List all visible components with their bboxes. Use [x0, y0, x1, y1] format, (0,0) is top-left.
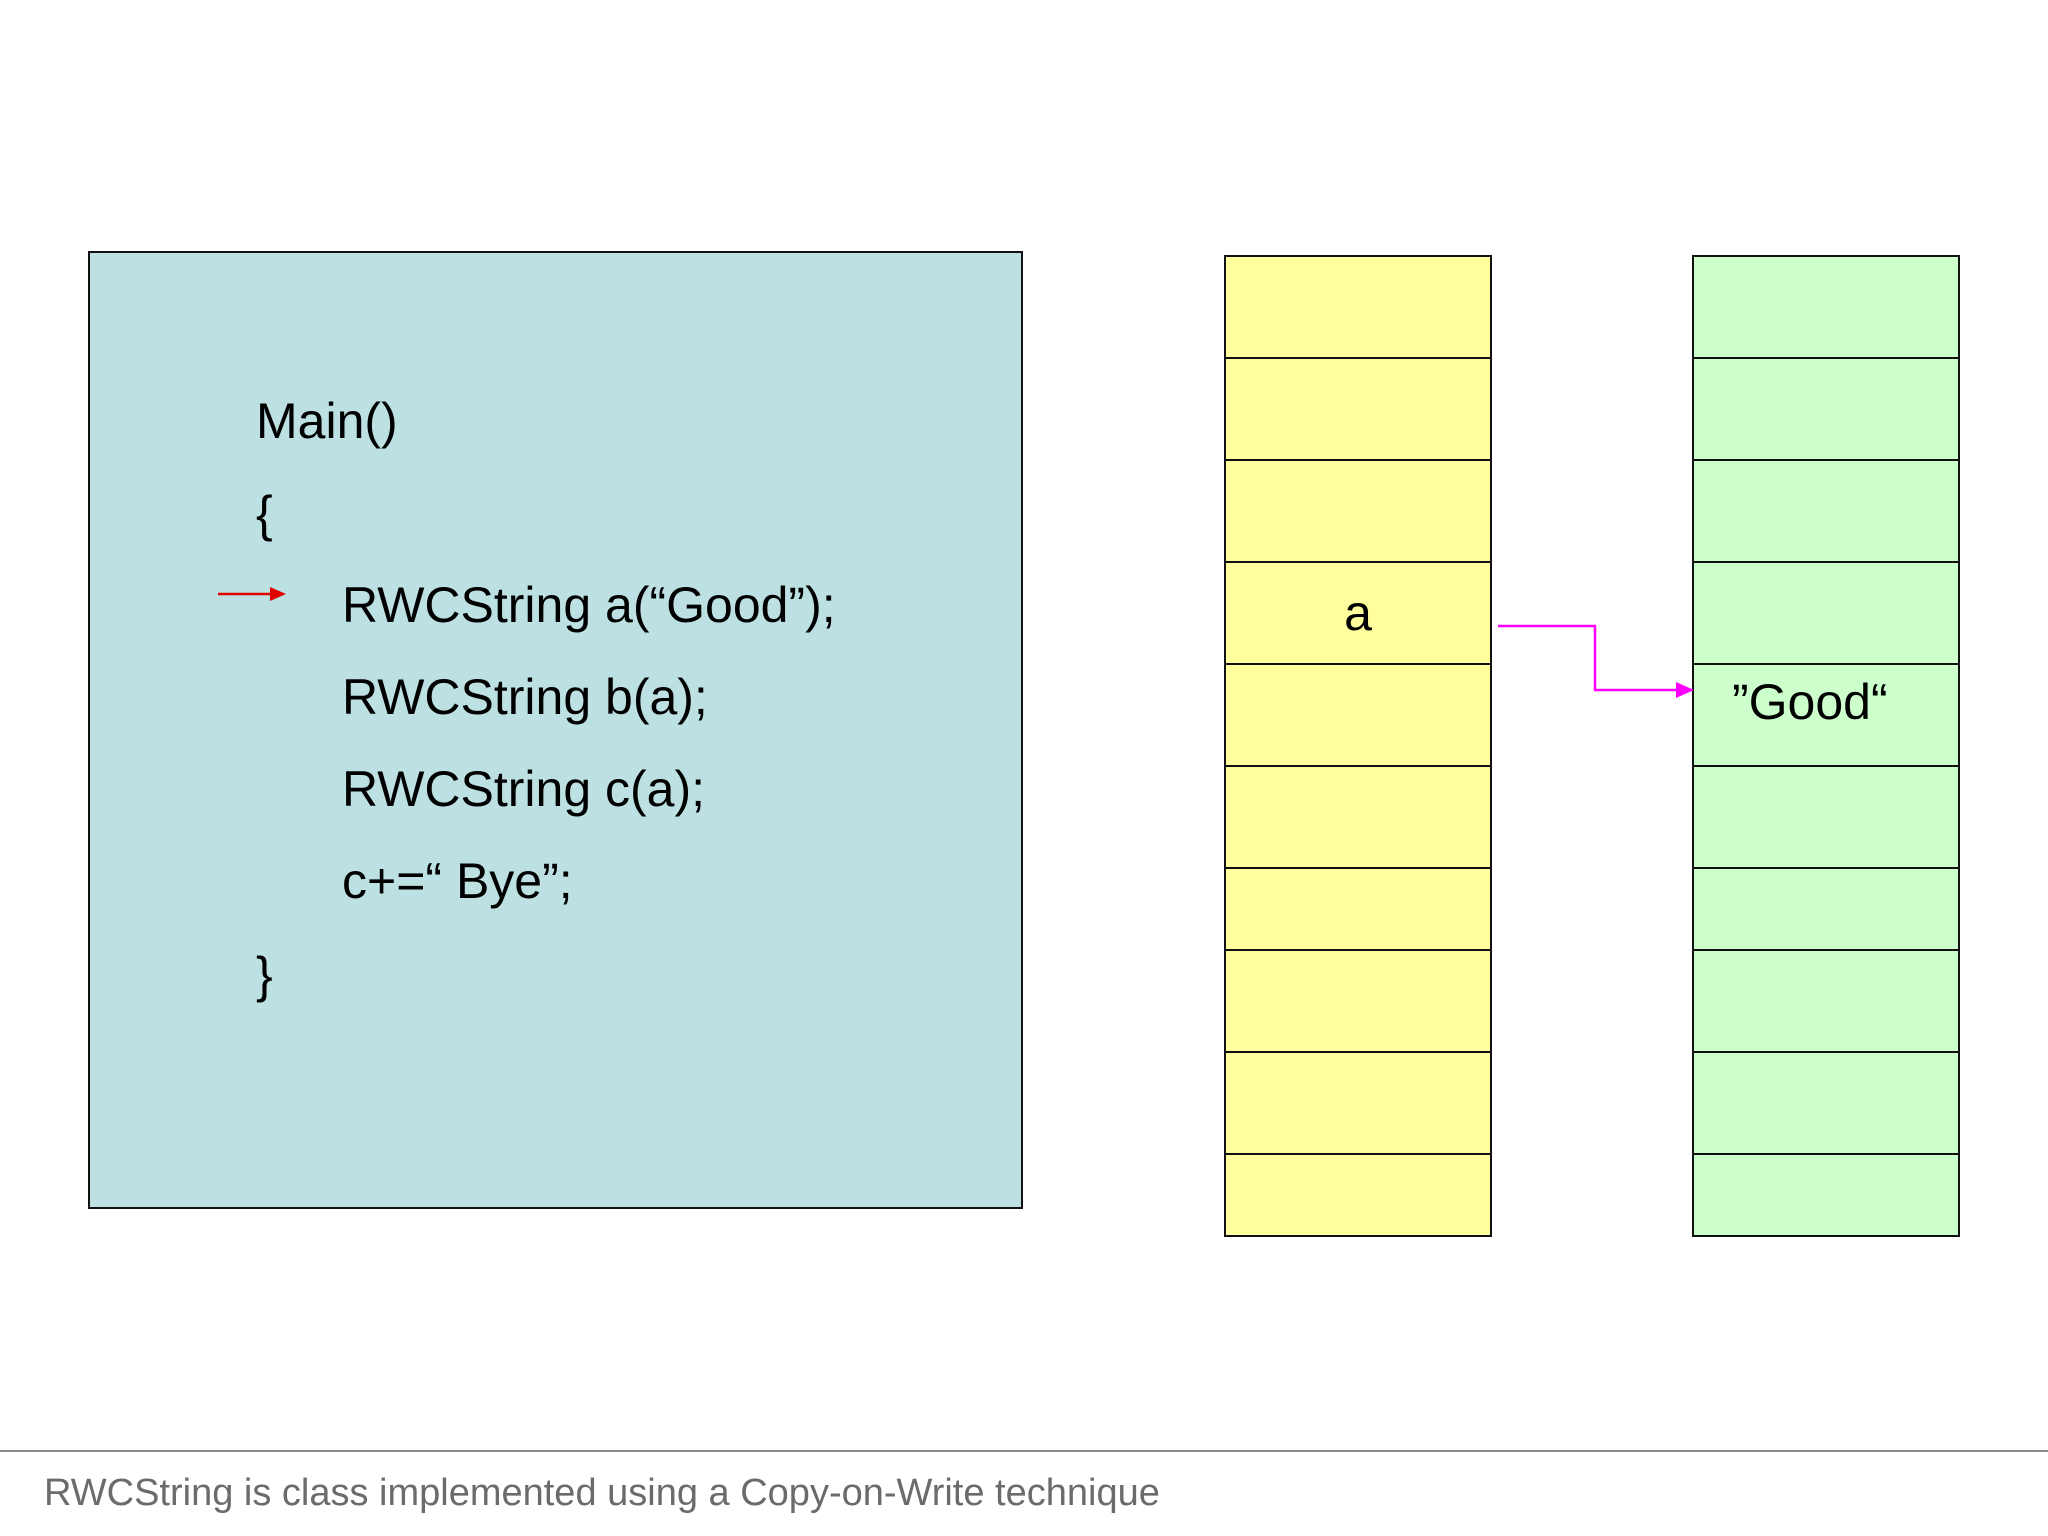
heap-cell: [1692, 561, 1960, 665]
code-line-declare-c: RWCString c(a);: [342, 761, 706, 817]
heap-cell: [1692, 459, 1960, 563]
stack-memory-column: a: [1224, 255, 1492, 1237]
heap-cell: [1692, 255, 1960, 359]
heap-cell: [1692, 1051, 1960, 1155]
code-line-declare-b: RWCString b(a);: [342, 669, 708, 725]
stack-cell: [1224, 663, 1492, 767]
heap-cell: [1692, 765, 1960, 869]
code-line-open-brace: {: [256, 486, 273, 542]
stack-cell: [1224, 949, 1492, 1053]
heap-cell: [1692, 357, 1960, 461]
stack-cell: [1224, 459, 1492, 563]
stack-cell: [1224, 1051, 1492, 1155]
heap-cell: [1692, 949, 1960, 1053]
stack-cell: [1224, 357, 1492, 461]
code-panel: Main() { RWCString a(“Good”); RWCString …: [88, 251, 1023, 1209]
stack-cell-a: a: [1224, 561, 1492, 665]
footer-caption: RWCString is class implemented using a C…: [44, 1472, 1160, 1514]
current-line-arrow-icon: [218, 587, 286, 601]
heap-cell: [1692, 867, 1960, 951]
code-line-declare-a: RWCString a(“Good”);: [342, 577, 836, 633]
footer-divider: [0, 1450, 2048, 1452]
heap-memory-column: ”Good“: [1692, 255, 1960, 1237]
stack-cell: [1224, 765, 1492, 869]
stack-cell: [1224, 255, 1492, 359]
heap-cell: [1692, 1153, 1960, 1237]
code-line-append-bye: c+=“ Bye”;: [342, 853, 573, 909]
heap-cell-good: ”Good“: [1692, 663, 1960, 767]
stack-cell: [1224, 1153, 1492, 1237]
code-line-main: Main(): [256, 393, 398, 449]
stack-cell: [1224, 867, 1492, 951]
code-line-close-brace: }: [256, 947, 273, 1003]
